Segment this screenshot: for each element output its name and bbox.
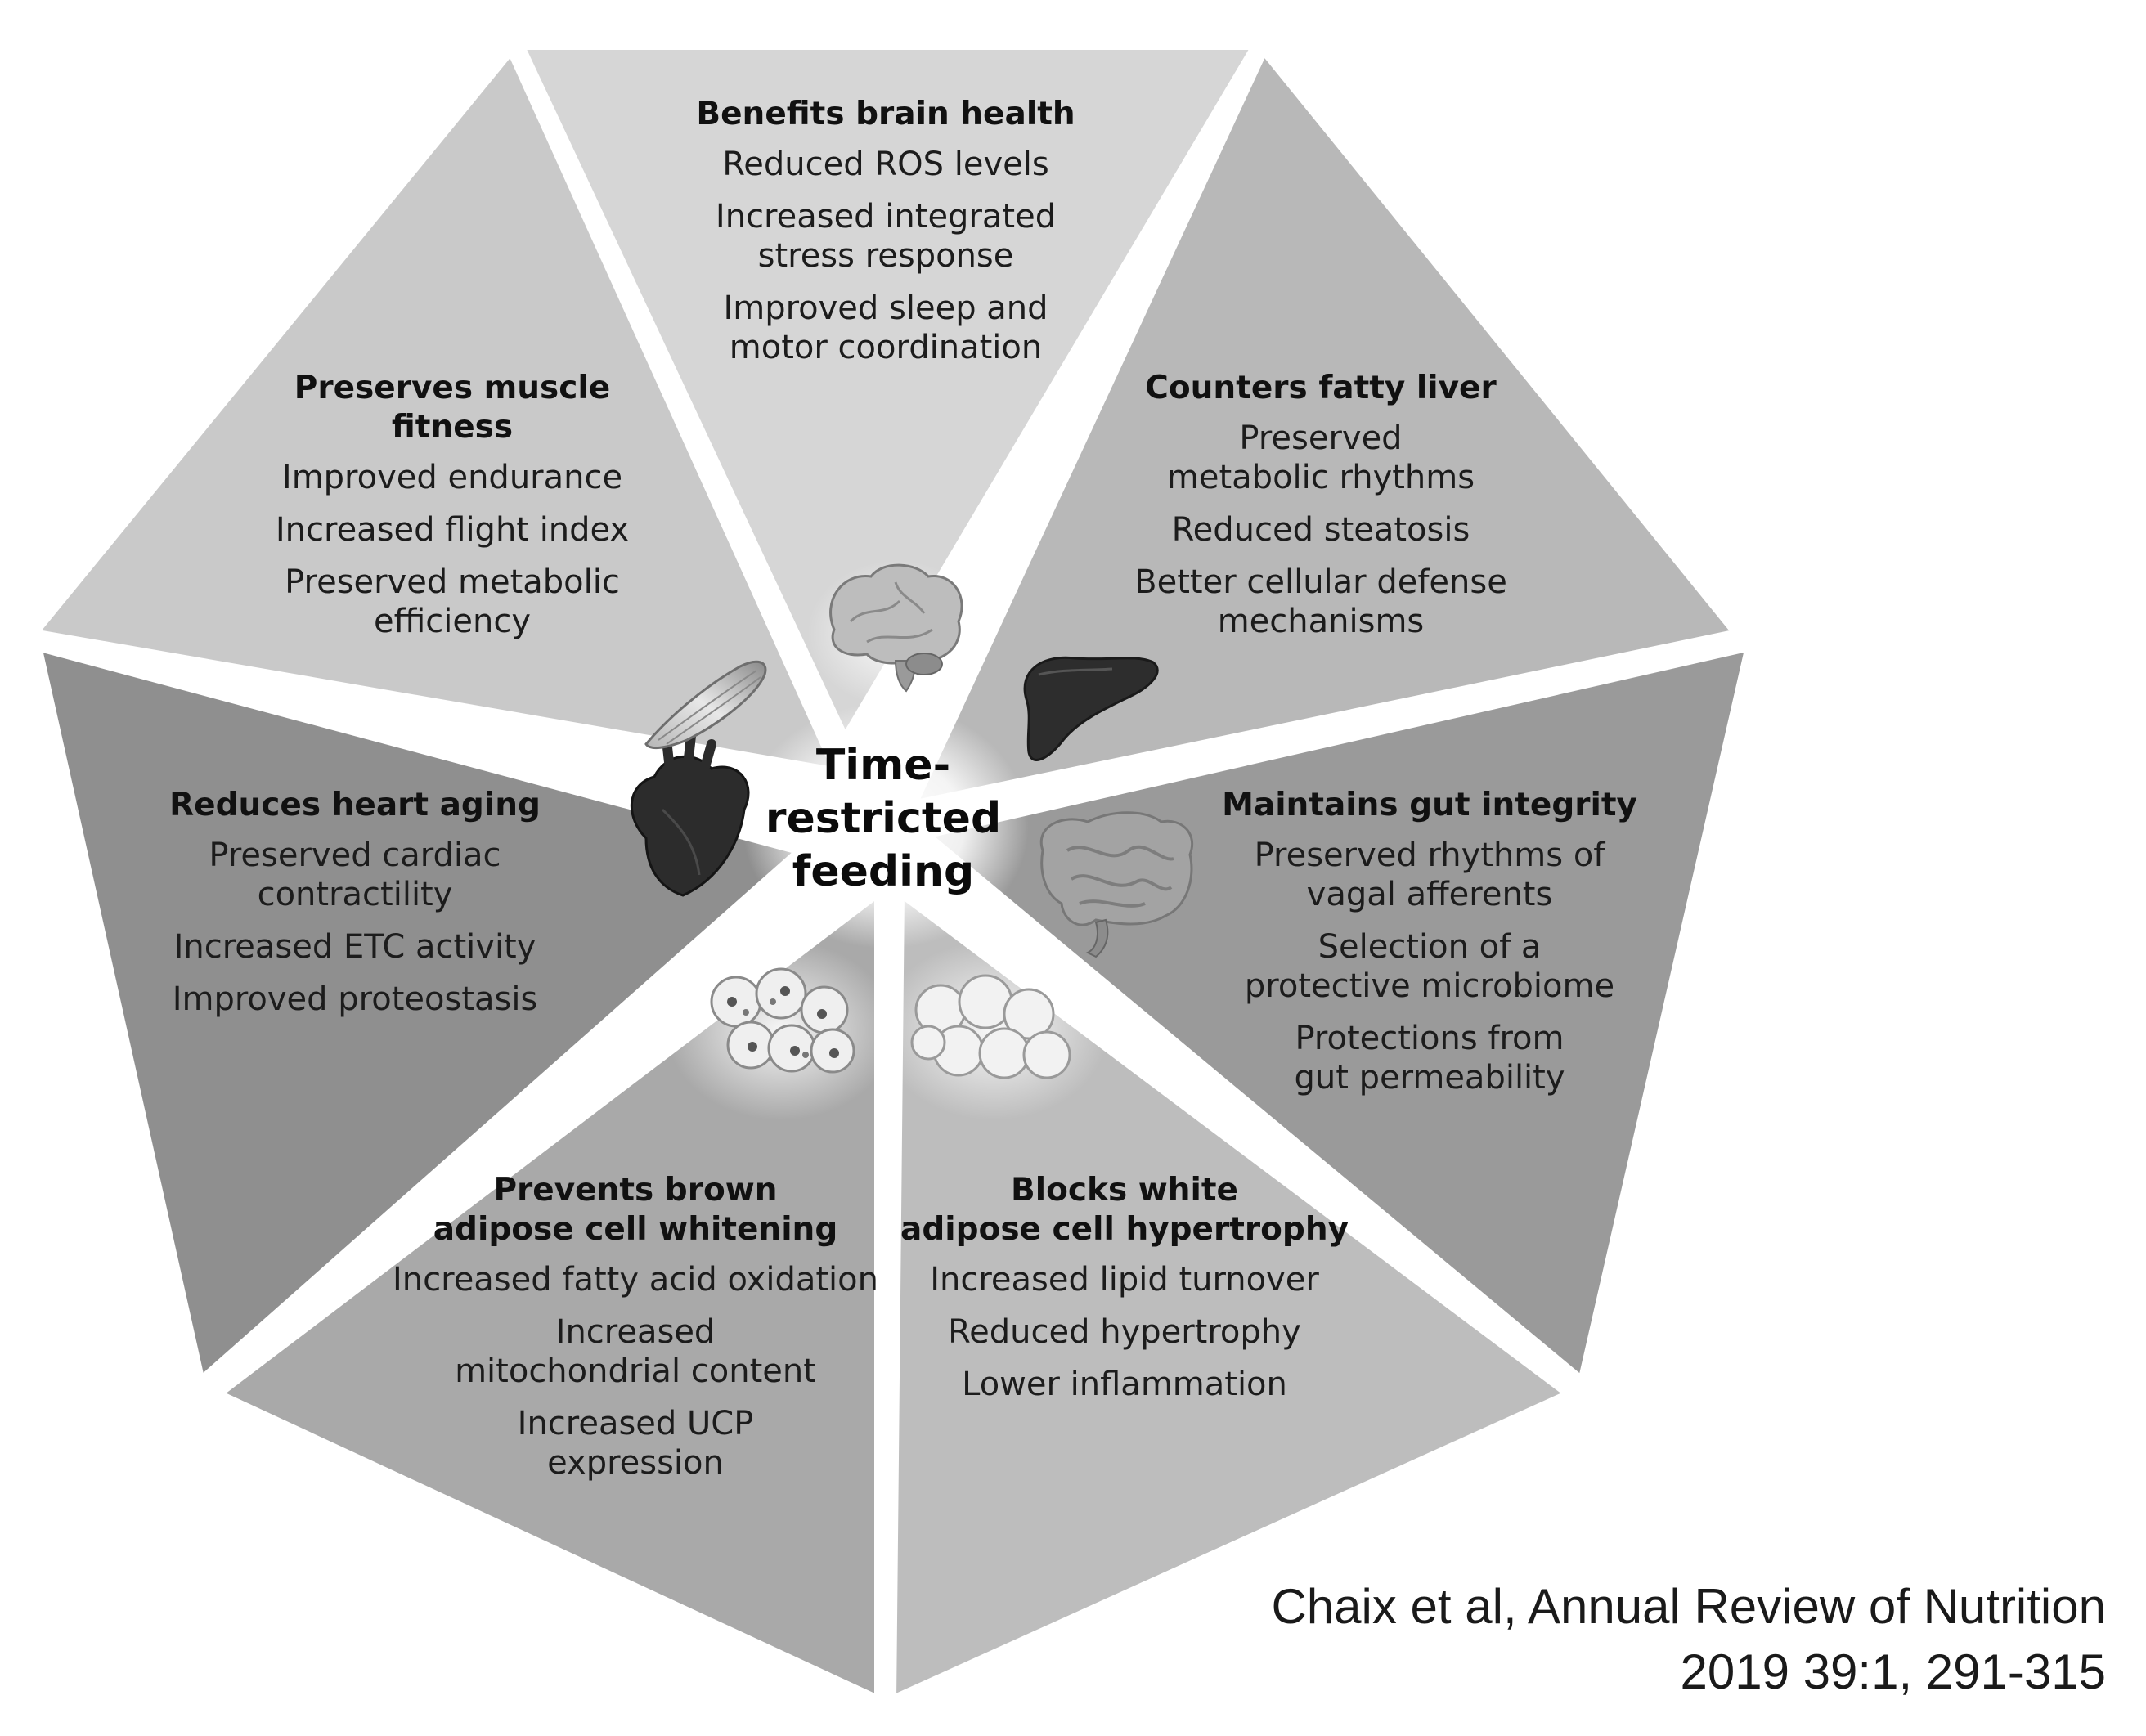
brown-adipose-item-3-line-2: expression (547, 1444, 724, 1482)
heart-title-line-1: Reduces heart aging (169, 787, 541, 823)
segment-muscle-shape (23, 39, 847, 779)
citation-line-2: 2019 39:1, 291-315 (1681, 1644, 2106, 1699)
brown-adipose-item-3-line-1: Increased UCP (518, 1405, 754, 1442)
brain-item-2-line-2: stress response (758, 237, 1014, 275)
muscle-icon (644, 660, 767, 750)
white-adipose-title-line-2: adipose cell hypertrophy (900, 1211, 1349, 1248)
liver-item-3-line-2: mechanisms (1218, 603, 1425, 640)
white-adipose-item-3-line-1: Lower inflammation (962, 1366, 1287, 1403)
intestine-icon (1039, 811, 1193, 958)
gut-item-2-line-2: protective microbiome (1245, 967, 1614, 1005)
brown-adipose-item-2-line-2: mitochondrial content (455, 1352, 816, 1390)
white-adipose-title-line-1: Blocks white (1011, 1172, 1238, 1209)
brown-adipose-item-2-line-1: Increased (556, 1313, 716, 1351)
citation-line-1: Chaix et al, Annual Review of Nutrition (1271, 1579, 2106, 1634)
gut-item-1-line-1: Preserved rhythms of (1255, 837, 1606, 874)
liver-item-2-line-1: Reduced steatosis (1172, 511, 1470, 549)
muscle-item-1-line-1: Improved endurance (282, 459, 622, 496)
center-hub: Time- restricted feeding (743, 703, 1029, 949)
gut-item-3-line-1: Protections from (1295, 1020, 1564, 1057)
white-adipose-item-2-line-1: Reduced hypertrophy (948, 1313, 1301, 1351)
white-adipose-item-1-line-1: Increased lipid turnover (930, 1261, 1319, 1299)
gut-title-line-1: Maintains gut integrity (1222, 787, 1637, 823)
segment-brain-shape (511, 40, 1266, 751)
liver-item-3-line-1: Better cellular defense (1134, 563, 1507, 601)
liver-item-1-line-1: Preserved (1239, 419, 1402, 457)
center-label-line-3: feeding (792, 847, 974, 896)
gut-item-3-line-2: gut permeability (1294, 1059, 1565, 1097)
brain-item-3-line-1: Improved sleep and (723, 289, 1048, 327)
segment-heart (29, 639, 812, 1392)
heart-item-1-line-2: contractility (258, 876, 453, 913)
brain-item-1-line-1: Reduced ROS levels (722, 146, 1048, 183)
center-label-line-2: restricted (765, 794, 1001, 843)
muscle-title-line-2: fitness (392, 409, 513, 446)
liver-item-1-line-2: metabolic rhythms (1167, 459, 1475, 496)
gut-item-1-line-2: vagal afferents (1307, 876, 1553, 913)
brown-adipose-cells-icon (667, 940, 896, 1120)
segment-muscle (23, 39, 847, 779)
gut-item-2-line-1: Selection of a (1318, 928, 1542, 966)
brain-icon (807, 560, 987, 707)
segment-liver (903, 39, 1747, 813)
brown-adipose-title-line-1: Prevents brown (493, 1172, 777, 1209)
brown-adipose-title-line-2: adipose cell whitening (433, 1211, 838, 1248)
heart-item-2-line-1: Increased ETC activity (174, 928, 536, 966)
heart-item-1-line-1: Preserved cardiac (209, 837, 501, 874)
brain-item-3-line-2: motor coordination (730, 329, 1042, 366)
brain-item-2-line-1: Increased integrated (716, 198, 1056, 236)
segment-heart-shape (29, 639, 812, 1392)
center-label-line-1: Time- (816, 741, 950, 790)
muscle-title-line-1: Preserves muscle (294, 370, 610, 406)
brown-adipose-item-1-line-1: Increased fatty acid oxidation (393, 1261, 878, 1299)
heart-item-3-line-1: Improved proteostasis (173, 980, 538, 1018)
segment-liver-shape (903, 39, 1747, 813)
white-adipose-cells-icon (879, 940, 1108, 1120)
muscle-item-3-line-2: efficiency (374, 603, 531, 640)
muscle-item-2-line-1: Increased flight index (276, 511, 629, 549)
liver-icon (1023, 656, 1159, 761)
muscle-item-3-line-1: Preserved metabolic (285, 563, 620, 601)
liver-title-line-1: Counters fatty liver (1145, 370, 1497, 406)
brain-title-line-1: Benefits brain health (696, 96, 1075, 132)
segment-brain (511, 40, 1266, 751)
